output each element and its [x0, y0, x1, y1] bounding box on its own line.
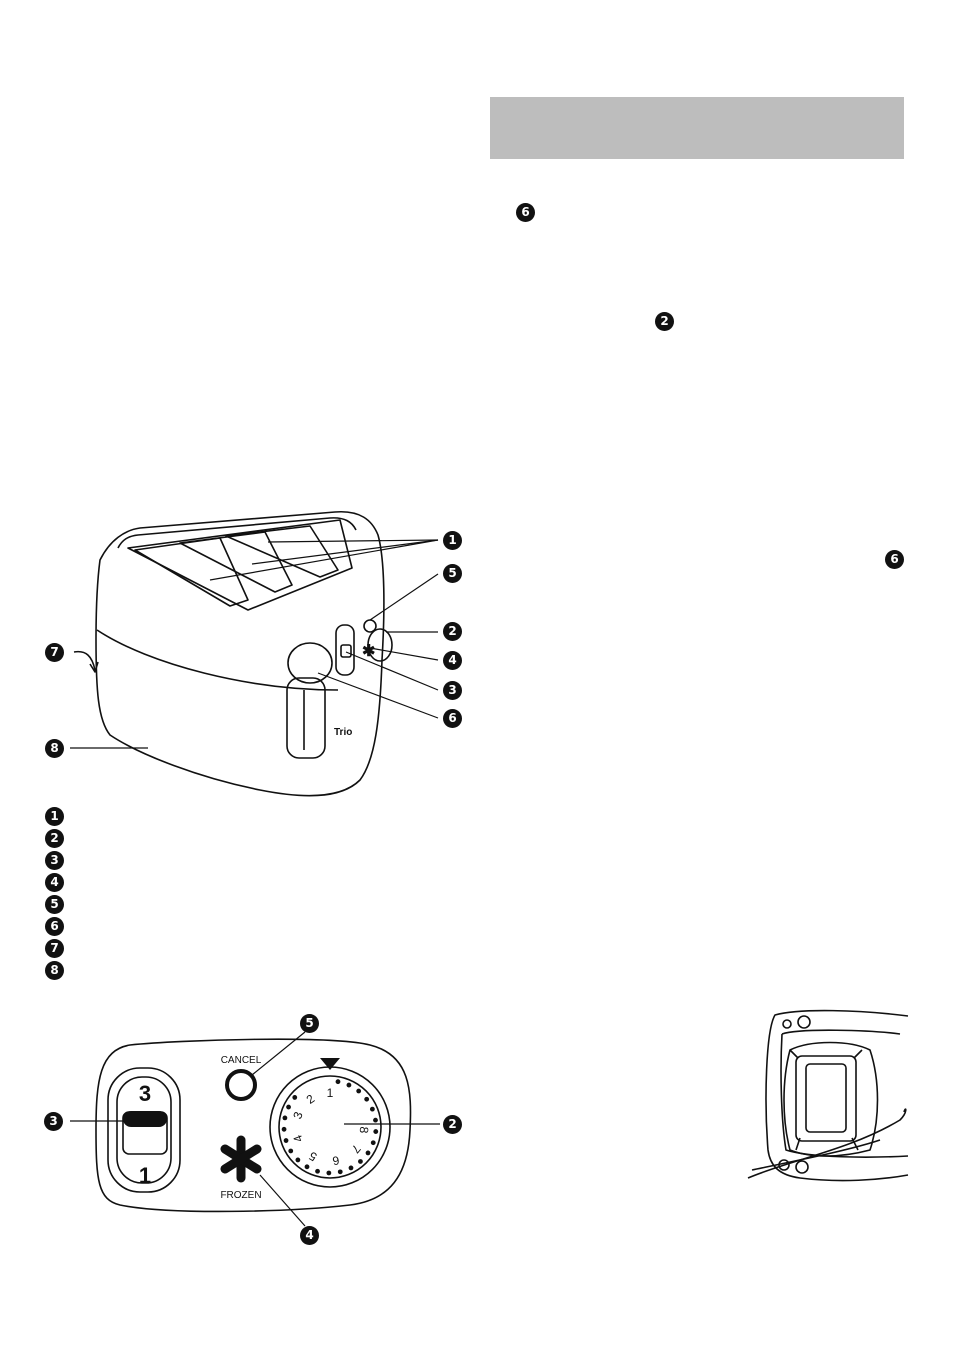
dial-dot [335, 1079, 341, 1085]
dial-number: 5 [306, 1149, 319, 1165]
dial-number: 1 [327, 1086, 334, 1100]
dial-dot [364, 1096, 370, 1102]
slider-bottom-label: 1 [139, 1163, 151, 1188]
dial-dot [337, 1169, 343, 1175]
frozen-label: FROZEN [220, 1190, 261, 1201]
dial-dot [304, 1164, 310, 1170]
panel-callout-4: 4 [300, 1226, 319, 1245]
dial-number: 6 [331, 1153, 340, 1168]
panel-callout-5: 5 [300, 1014, 319, 1033]
callout-8: 8 [45, 739, 64, 758]
dial-dot [373, 1129, 379, 1134]
dial-dot [281, 1126, 287, 1132]
dial-dot [346, 1082, 352, 1088]
dial-number: 4 [290, 1133, 306, 1144]
legend-item-6: 6 [45, 917, 64, 936]
brand-logo: Trio [334, 727, 352, 738]
legend-item-4: 4 [45, 873, 64, 892]
panel-callout-2: 2 [443, 1115, 462, 1134]
callout-4: 4 [443, 651, 462, 670]
dial-number: 2 [304, 1091, 318, 1106]
reference-marker-2: 2 [655, 312, 674, 331]
callout-1: 1 [443, 531, 462, 550]
legend-item-1: 1 [45, 807, 64, 826]
dial-dot [365, 1150, 371, 1156]
dial-dot [373, 1117, 378, 1123]
dial-dot [282, 1115, 288, 1121]
dial-dot [326, 1170, 332, 1176]
legend-item-7: 7 [45, 939, 64, 958]
dial-dot [358, 1159, 363, 1164]
dial-dot [348, 1165, 354, 1171]
legend-item-2: 2 [45, 829, 64, 848]
dial-number: 8 [357, 1126, 372, 1134]
dial-number: 7 [348, 1142, 363, 1156]
dial-dot [292, 1095, 298, 1100]
toaster-illustration: ✱ Trio [70, 510, 439, 797]
dial-dot [283, 1138, 289, 1143]
dial-dot [295, 1157, 301, 1163]
cord-storage-illustration [747, 1009, 909, 1182]
callout-3: 3 [443, 681, 462, 700]
dial-dot [370, 1140, 376, 1146]
dial-dot [356, 1088, 362, 1094]
cancel-label: CANCEL [221, 1055, 262, 1066]
reference-marker-6: 6 [516, 203, 535, 222]
panel-callout-3: 3 [44, 1112, 63, 1131]
callout-6: 6 [443, 709, 462, 728]
dial-dot [286, 1104, 291, 1110]
reference-marker-6b: 6 [885, 550, 904, 569]
legend-item-5: 5 [45, 895, 64, 914]
callout-5: 5 [443, 564, 462, 583]
dial-dot [369, 1106, 375, 1112]
dial-number: 3 [290, 1110, 306, 1121]
callout-2: 2 [443, 622, 462, 641]
svg-text:✱: ✱ [362, 643, 375, 660]
dial-dot [315, 1168, 320, 1174]
callout-7: 7 [45, 643, 64, 662]
slider-top-label: 3 [139, 1081, 151, 1106]
dial-dot [288, 1148, 294, 1154]
legend-item-3: 3 [45, 851, 64, 870]
section-header-bar [490, 97, 904, 159]
legend-item-8: 8 [45, 961, 64, 980]
